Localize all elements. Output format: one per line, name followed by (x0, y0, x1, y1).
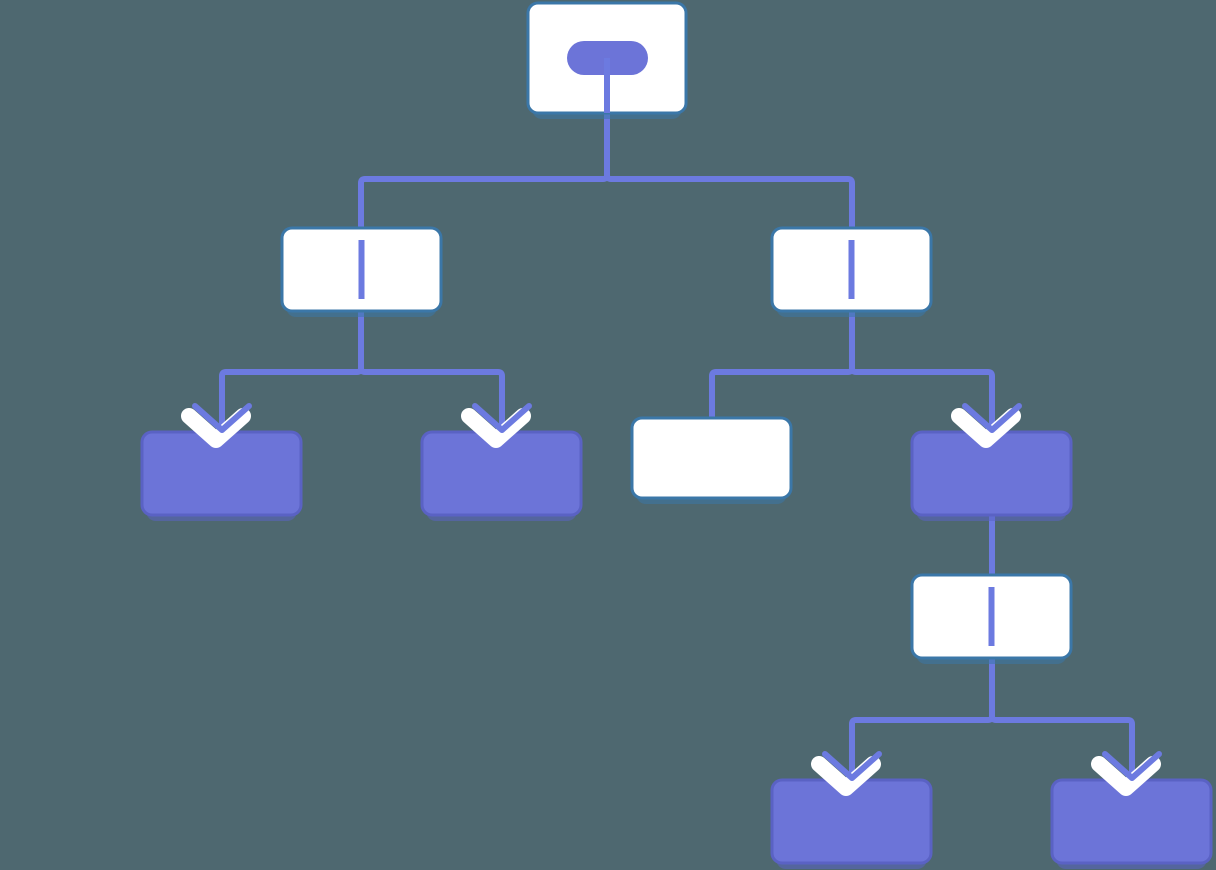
node-l4-a[interactable] (770, 778, 933, 869)
node-layer (140, 1, 1213, 869)
edge-l3-a-to-l4-b (989, 658, 1135, 778)
arrow-white-chevron (951, 408, 1021, 448)
node-l2-b[interactable] (420, 430, 583, 521)
node-l4-b[interactable] (1050, 778, 1213, 869)
arrow-white-chevron (811, 756, 881, 796)
arrowhead-l2-a (181, 403, 252, 448)
arrow-white-chevron (181, 408, 251, 448)
node-l2-d[interactable] (910, 430, 1073, 521)
arrowhead-layer (181, 403, 1162, 796)
node-l1-right[interactable] (770, 226, 933, 317)
arrowhead-l2-b (461, 403, 532, 448)
edge-l1-left-to-l2-b (358, 311, 505, 430)
edge-root-to-l1-right (604, 113, 855, 228)
arrow-purple-chevron (822, 751, 882, 781)
node-l3-a[interactable] (910, 573, 1073, 664)
arrow-purple-chevron (1102, 751, 1162, 781)
arrow-purple-chevron (962, 403, 1022, 433)
node-l2-a[interactable] (140, 430, 303, 521)
arrow-white-chevron (1091, 756, 1161, 796)
node-root[interactable] (526, 1, 688, 119)
node-l2-c[interactable] (630, 416, 793, 504)
edge-layer (219, 113, 1135, 778)
arrowhead-l4-a (811, 751, 882, 796)
edge-line (849, 311, 995, 430)
arrowhead-l4-b (1091, 751, 1162, 796)
arrow-white-chevron (461, 408, 531, 448)
arrow-purple-chevron (192, 403, 252, 433)
edge-line (989, 658, 1135, 778)
edge-line (604, 113, 855, 228)
arrowhead-l2-d (951, 403, 1022, 448)
arrow-purple-chevron (472, 403, 532, 433)
edge-l1-right-to-l2-d (849, 311, 995, 430)
edge-line (358, 311, 505, 430)
node-body[interactable] (630, 416, 793, 500)
node-l1-left[interactable] (280, 226, 443, 317)
